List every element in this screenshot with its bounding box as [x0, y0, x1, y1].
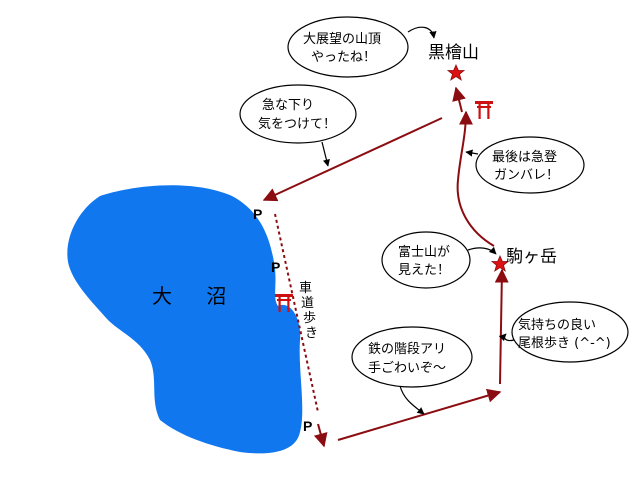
- route-road-walk: [274, 213, 319, 413]
- callout-text: 気持ちの良い: [518, 317, 596, 333]
- callout-text: 手ごわいぞ〜: [368, 360, 446, 376]
- parking-mark-south: P: [303, 418, 312, 434]
- callout-text: 気をつけて！: [258, 116, 336, 132]
- peak-label-kurohinokiyama: 黒檜山: [428, 42, 479, 63]
- lake-onuma: [67, 185, 303, 454]
- callout-text: ガンバレ！: [494, 168, 559, 183]
- callout-text: 富士山が: [398, 244, 450, 260]
- route-ridge-climb: [494, 268, 509, 385]
- callout-text: やったね！: [311, 50, 376, 65]
- parking-mark-north: P: [253, 206, 262, 222]
- road-walk-char: 歩: [303, 311, 316, 326]
- callout-stairs: 鉄の階段アリ 手ごわいぞ〜: [351, 326, 473, 415]
- callout-descent: 急な下り 気をつけて！: [239, 84, 357, 167]
- road-walk-char: 車: [299, 281, 312, 296]
- lake-label: 大 沼: [152, 284, 240, 308]
- callout-text: 見えた！: [398, 263, 450, 278]
- callout-fuji: 富士山が 見えた！: [381, 231, 497, 289]
- torii-icon: [475, 101, 493, 119]
- road-walk-char: 道: [301, 296, 314, 311]
- callout-summit: 大展望の山頂 やったね！: [287, 16, 437, 78]
- route-summit-approach: [452, 86, 466, 113]
- peak-label-komagatake: 駒ヶ岳: [506, 247, 557, 267]
- callout-text: 急な下り: [262, 98, 314, 113]
- road-walk-char: き: [305, 326, 318, 341]
- summit-star-icon: [447, 64, 465, 81]
- route-kurohinoki-descent: [262, 117, 443, 202]
- parking-mark-middle: P: [271, 259, 280, 275]
- callout-ridge: 気持ちの良い 尾根歩き (^-^): [498, 301, 629, 363]
- road-walk-label: 車 道 歩 き: [299, 281, 318, 341]
- route-final-climb: [456, 110, 495, 247]
- callout-final-climb: 最後は急登 ガンバレ！: [465, 136, 585, 194]
- callout-text: 尾根歩き (^-^): [518, 336, 611, 351]
- route-start-walk: [337, 388, 502, 441]
- route-road-end: [313, 423, 328, 448]
- callout-text: 最後は急登: [492, 150, 557, 165]
- callout-text: 鉄の階段アリ: [368, 342, 446, 357]
- callout-text: 大展望の山頂: [303, 31, 381, 47]
- hiking-route: [262, 86, 509, 448]
